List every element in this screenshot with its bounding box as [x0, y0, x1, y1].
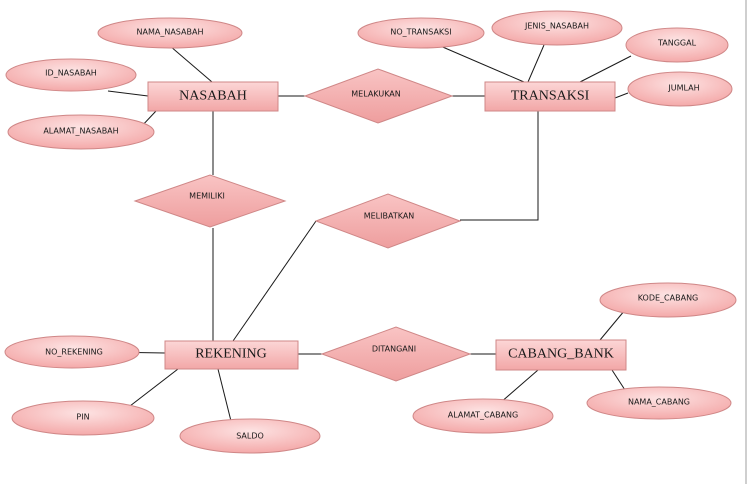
relationship-memiliki: MEMILIKI	[133, 174, 287, 228]
attribute-tanggal: TANGGAL	[625, 27, 729, 63]
entity-rekening: REKENING	[164, 340, 299, 370]
attribute-alamat-nasabah: ALAMAT_NASABAH	[7, 114, 155, 150]
attribute-nama-cabang: NAMA_CABANG	[586, 386, 732, 420]
attribute-no-transaksi-label: NO_TRANSAKSI	[390, 28, 451, 37]
connector-lines	[107, 44, 632, 426]
attribute-saldo-label: SALDO	[236, 432, 264, 441]
entity-cabang-bank: CABANG_BANK	[495, 339, 627, 371]
attribute-id-nasabah-label: ID_NASABAH	[45, 69, 97, 78]
entity-rekening-label: REKENING	[195, 347, 267, 362]
attribute-pin-label: PIN	[76, 413, 89, 422]
attribute-jumlah: JUMLAH	[627, 71, 733, 107]
attribute-nama-nasabah-label: NAMA_NASABAH	[137, 28, 204, 37]
attribute-no-rekening: NO_REKENING	[4, 335, 140, 369]
window-edge	[745, 0, 747, 484]
relationship-melibatkan-label: MELIBATKAN	[364, 212, 415, 221]
relationship-ditangani: DITANGANI	[320, 326, 472, 382]
entity-nasabah-label: NASABAH	[179, 89, 247, 104]
relationship-melakukan-label: MELAKUKAN	[351, 90, 401, 99]
attribute-no-transaksi: NO_TRANSAKSI	[357, 17, 485, 49]
attribute-pin: PIN	[11, 400, 155, 436]
attribute-kode-cabang: KODE_CABANG	[599, 282, 737, 318]
attribute-saldo: SALDO	[179, 418, 321, 454]
relationship-memiliki-label: MEMILIKI	[189, 192, 225, 201]
entity-nasabah: NASABAH	[147, 81, 279, 112]
attribute-jenis-nasabah: JENIS_NASABAH	[491, 10, 623, 46]
relationship-melakukan: MELAKUKAN	[303, 68, 454, 124]
entity-cabang-bank-label: CABANG_BANK	[508, 347, 614, 362]
attribute-alamat-nasabah-label: ALAMAT_NASABAH	[43, 127, 118, 136]
relationship-ditangani-label: DITANGANI	[372, 345, 416, 354]
attribute-alamat-cabang: ALAMAT_CABANG	[412, 398, 554, 434]
attribute-jumlah-label: JUMLAH	[667, 84, 699, 93]
attribute-tanggal-label: TANGGAL	[657, 39, 697, 48]
relationship-melibatkan: MELIBATKAN	[314, 193, 462, 249]
attribute-alamat-cabang-label: ALAMAT_CABANG	[448, 411, 518, 420]
attribute-jenis-nasabah-label: JENIS_NASABAH	[524, 22, 589, 31]
attribute-nama-cabang-label: NAMA_CABANG	[628, 398, 690, 407]
attribute-kode-cabang-label: KODE_CABANG	[638, 294, 699, 303]
attribute-id-nasabah: ID_NASABAH	[5, 58, 137, 92]
entity-transaksi: TRANSAKSI	[484, 81, 616, 112]
attribute-no-rekening-label: NO_REKENING	[45, 348, 103, 357]
attribute-nama-nasabah: NAMA_NASABAH	[97, 17, 243, 49]
entity-transaksi-label: TRANSAKSI	[511, 89, 590, 104]
